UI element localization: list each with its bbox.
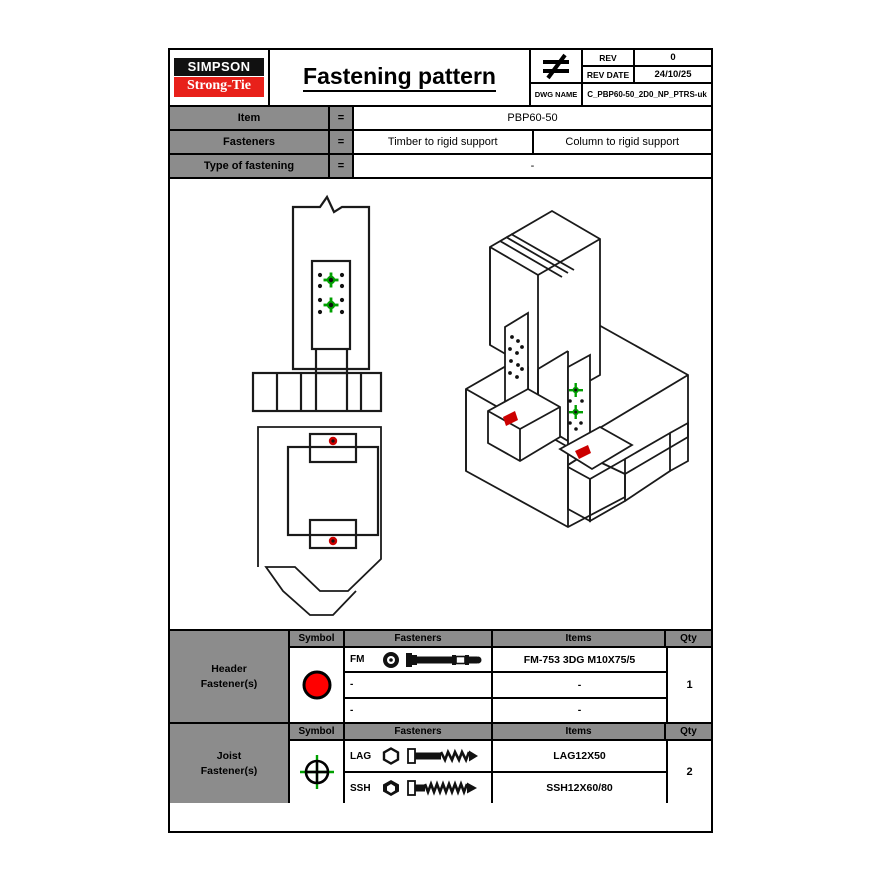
item-cell: - xyxy=(577,704,582,717)
table-row: SSH SSH12X60/80 xyxy=(345,773,666,803)
table-row: - - xyxy=(345,673,666,699)
col-fasteners: Fasteners xyxy=(345,631,493,646)
iso-fasteners xyxy=(503,335,591,459)
technical-drawing xyxy=(251,194,689,616)
col-symbol: Symbol xyxy=(290,631,345,646)
header-fastener-table: Header Fastener(s) Symbol Fasteners Item… xyxy=(170,631,711,724)
header-fastener-label: Header Fastener(s) xyxy=(170,631,290,722)
fastener-code: - xyxy=(350,679,354,691)
expansion-anchor-bolt-icon xyxy=(383,651,482,668)
elevation-green-fasteners xyxy=(317,272,345,315)
title-block: SIMPSON Strong-Tie Fastening pattern REV xyxy=(170,50,711,107)
green-crosshair-circle-icon xyxy=(299,755,334,789)
header-fastener-label-line1: Header xyxy=(211,663,247,676)
logo-simpson-text: SIMPSON xyxy=(174,58,264,76)
col-items: Items xyxy=(493,724,666,739)
drawing-title: Fastening pattern xyxy=(270,50,531,105)
rev-label: REV xyxy=(583,50,635,65)
info-equals-item: = xyxy=(330,107,354,129)
info-row-item: Item = PBP60-50 xyxy=(170,107,711,131)
table-row: FM xyxy=(345,648,666,674)
col-qty: Qty xyxy=(680,726,697,737)
info-equals-type: = xyxy=(330,155,354,177)
logo-strongtie-text: Strong-Tie xyxy=(174,76,264,97)
info-row-type-of-fastening: Type of fastening = - xyxy=(170,155,711,179)
dwg-name-label: DWG NAME xyxy=(531,84,583,105)
info-equals-fasteners: = xyxy=(330,131,354,153)
fastener-code: - xyxy=(350,704,354,716)
fastener-cell: SSH xyxy=(345,773,493,803)
header-fastener-symbol xyxy=(290,648,345,722)
revision-block: REV 0 REV DATE 24/10/25 DWG NAME C_PBP60… xyxy=(531,50,711,105)
not-equal-glyph xyxy=(543,53,569,80)
drawing-canvas xyxy=(170,179,711,631)
joist-fastener-label: Joist Fastener(s) xyxy=(170,724,290,803)
drawing-sheet: SIMPSON Strong-Tie Fastening pattern REV xyxy=(168,48,713,833)
joist-fastener-label-line1: Joist xyxy=(216,750,242,763)
fasteners-column-to-rigid-support: Column to rigid support xyxy=(565,136,680,148)
info-label-item: Item xyxy=(170,107,330,129)
red-filled-circle-icon xyxy=(302,670,331,700)
header-fastener-qty: 1 xyxy=(666,648,711,722)
col-items: Items xyxy=(493,631,666,646)
header-fastener-table-head: Symbol Fasteners Items Qty xyxy=(290,631,711,648)
info-value-type-of-fastening: - xyxy=(530,160,535,172)
fastener-code: SSH xyxy=(350,782,371,794)
item-cell: - xyxy=(577,678,582,691)
plan-red-fasteners xyxy=(328,436,338,546)
item-cell: FM-753 3DG M10X75/5 xyxy=(523,653,636,666)
joist-fastener-table-head: Symbol Fasteners Items Qty xyxy=(290,724,711,741)
fastener-cell: LAG xyxy=(345,741,493,771)
fastener-cell: - xyxy=(345,673,493,697)
fastener-code: LAG xyxy=(350,750,372,762)
info-label-type-of-fastening: Type of fastening xyxy=(170,155,330,177)
header-fastener-label-line2: Fastener(s) xyxy=(200,677,258,690)
rev-value: 0 xyxy=(670,52,676,63)
drawing-title-text: Fastening pattern xyxy=(303,63,496,93)
joist-fastener-qty: 2 xyxy=(666,741,711,803)
rev-date-label: REV DATE xyxy=(583,67,635,82)
table-row: - - xyxy=(345,698,666,722)
joist-fastener-label-line2: Fastener(s) xyxy=(200,764,258,777)
col-symbol: Symbol xyxy=(290,724,345,739)
not-equal-icon xyxy=(531,50,583,82)
info-row-fasteners: Fasteners = Timber to rigid support Colu… xyxy=(170,131,711,155)
fastener-cell: - xyxy=(345,698,493,722)
rev-date-value: 24/10/25 xyxy=(654,69,692,80)
item-cell: SSH12X60/80 xyxy=(546,782,613,794)
col-fasteners: Fasteners xyxy=(345,724,493,739)
fastener-cell: FM xyxy=(345,648,493,672)
front-elevation-view xyxy=(251,194,383,413)
hex-washer-head-screw-icon xyxy=(383,780,477,796)
fasteners-timber-to-rigid-support: Timber to rigid support xyxy=(354,131,534,153)
info-label-fasteners: Fasteners xyxy=(170,131,330,153)
joist-fastener-table: Joist Fastener(s) Symbol Fasteners Items… xyxy=(170,724,711,803)
joist-fastener-symbol xyxy=(290,741,345,803)
dwg-name-value: C_PBP60-50_2D0_NP_PTRS-uk xyxy=(587,90,707,99)
fastener-code: FM xyxy=(350,654,365,666)
col-qty: Qty xyxy=(680,633,697,644)
info-value-item: PBP60-50 xyxy=(507,112,558,124)
simpson-strong-tie-logo: SIMPSON Strong-Tie xyxy=(170,50,270,105)
hex-head-lag-screw-icon xyxy=(382,747,478,765)
table-row: LAG LAG12X50 xyxy=(345,741,666,773)
plan-section-view xyxy=(257,426,382,616)
info-value-fasteners: Timber to rigid support Column to rigid … xyxy=(354,131,711,153)
isometric-3d-view xyxy=(465,209,689,529)
item-cell: LAG12X50 xyxy=(553,750,606,762)
